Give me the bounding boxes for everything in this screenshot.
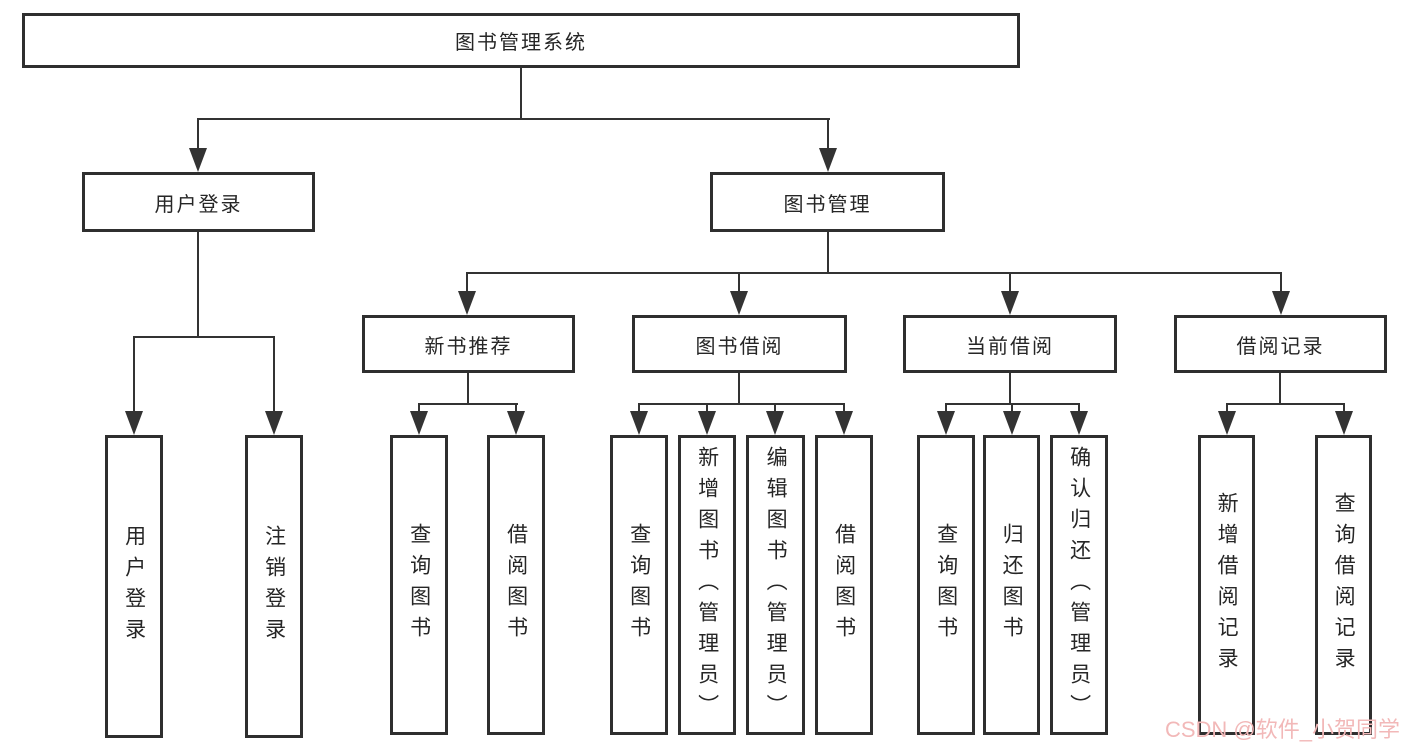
connector-drop-book-mgmt xyxy=(827,118,829,152)
leaf-label: 借阅图书 xyxy=(832,523,856,647)
leaf-newrec-query-books: 查询图书 xyxy=(390,435,448,735)
connector-drop-user-login xyxy=(197,118,199,152)
connector-drop-leaf xyxy=(1343,403,1345,413)
node-label: 用户登录 xyxy=(154,193,243,216)
arrow-down-icon xyxy=(698,411,716,435)
arrow-down-icon xyxy=(766,411,784,435)
leaf-logout: 注销登录 xyxy=(245,435,303,738)
leaf-borrow-query-books: 查询图书 xyxy=(610,435,668,735)
arrow-down-icon xyxy=(1001,291,1019,315)
arrow-down-icon xyxy=(835,411,853,435)
connector-drop-leaf xyxy=(418,403,420,413)
connector-drop-leaf xyxy=(1078,403,1080,413)
node-label: 图书管理系统 xyxy=(455,32,587,54)
arrow-down-icon xyxy=(265,411,283,435)
connector-root-stem xyxy=(520,68,522,120)
leaf-current-query-books: 查询图书 xyxy=(917,435,975,735)
connector-newrec-crossbar xyxy=(418,403,518,405)
connector-drop-section xyxy=(738,272,740,294)
connector-drop-leaf xyxy=(273,336,275,416)
node-label: 图书借阅 xyxy=(695,335,784,358)
leaf-borrow-add-books-admin: 新增图书（管理员） xyxy=(678,435,736,735)
connector-records-stem xyxy=(1279,373,1281,405)
leaf-label: 用户登录 xyxy=(122,524,146,649)
connector-drop-leaf xyxy=(706,403,708,413)
leaf-current-return-books: 归还图书 xyxy=(983,435,1040,735)
node-book-borrow: 图书借阅 xyxy=(632,315,847,373)
arrow-down-icon xyxy=(189,148,207,172)
connector-drop-section xyxy=(1009,272,1011,294)
arrow-down-icon xyxy=(937,411,955,435)
connector-drop-leaf xyxy=(1226,403,1228,413)
arrow-down-icon xyxy=(410,411,428,435)
connector-drop-leaf xyxy=(515,403,517,413)
leaf-label: 查询图书 xyxy=(627,523,651,647)
node-label: 借阅记录 xyxy=(1236,335,1325,358)
connector-drop-leaf xyxy=(1011,403,1013,413)
arrow-down-icon xyxy=(819,148,837,172)
leaf-label: 注销登录 xyxy=(262,524,286,649)
connector-records-crossbar xyxy=(1226,403,1345,405)
leaf-records-query-record: 查询借阅记录 xyxy=(1315,435,1372,735)
leaf-label: 归还图书 xyxy=(1000,523,1024,647)
node-root-system: 图书管理系统 xyxy=(22,13,1020,68)
connector-userlogin-crossbar xyxy=(133,336,275,338)
leaf-label: 借阅图书 xyxy=(504,523,528,647)
connector-drop-leaf xyxy=(945,403,947,413)
connector-bookmgmt-crossbar xyxy=(466,272,1282,274)
leaf-user-login: 用户登录 xyxy=(105,435,163,738)
node-label: 图书管理 xyxy=(783,193,872,216)
connector-newrec-stem xyxy=(467,373,469,405)
node-borrow-records: 借阅记录 xyxy=(1174,315,1387,373)
leaf-current-confirm-return-admin: 确认归还（管理员） xyxy=(1050,435,1108,735)
connector-drop-leaf xyxy=(638,403,640,413)
leaf-borrow-edit-books-admin: 编辑图书（管理员） xyxy=(746,435,805,735)
leaf-label: 查询图书 xyxy=(407,523,431,647)
connector-current-stem xyxy=(1009,373,1011,405)
arrow-down-icon xyxy=(1070,411,1088,435)
connector-borrow-stem xyxy=(738,373,740,405)
node-user-login: 用户登录 xyxy=(82,172,315,232)
leaf-label: 查询借阅记录 xyxy=(1332,492,1356,678)
leaf-label: 新增图书（管理员） xyxy=(695,445,719,725)
connector-bookmgmt-stem xyxy=(827,232,829,274)
leaf-label: 查询图书 xyxy=(934,523,958,647)
connector-drop-leaf xyxy=(774,403,776,413)
arrow-down-icon xyxy=(1335,411,1353,435)
connector-drop-section xyxy=(466,272,468,294)
arrow-down-icon xyxy=(507,411,525,435)
leaf-newrec-borrow-books: 借阅图书 xyxy=(487,435,545,735)
leaf-label: 新增借阅记录 xyxy=(1215,492,1239,678)
node-label: 新书推荐 xyxy=(424,335,513,358)
connector-drop-leaf xyxy=(133,336,135,416)
leaf-records-add-record: 新增借阅记录 xyxy=(1198,435,1255,735)
arrow-down-icon xyxy=(1003,411,1021,435)
node-current-borrow: 当前借阅 xyxy=(903,315,1117,373)
arrow-down-icon xyxy=(730,291,748,315)
connector-root-crossbar xyxy=(197,118,830,120)
connector-userlogin-stem xyxy=(197,232,199,338)
leaf-borrow-borrow-books: 借阅图书 xyxy=(815,435,873,735)
connector-drop-leaf xyxy=(843,403,845,413)
leaf-label: 编辑图书（管理员） xyxy=(764,445,788,725)
watermark: CSDN @软件_小贺同学 xyxy=(1164,717,1400,742)
node-label: 当前借阅 xyxy=(966,335,1054,358)
node-new-book-rec: 新书推荐 xyxy=(362,315,575,373)
arrow-down-icon xyxy=(458,291,476,315)
connector-drop-section xyxy=(1280,272,1282,294)
arrow-down-icon xyxy=(125,411,143,435)
arrow-down-icon xyxy=(1272,291,1290,315)
arrow-down-icon xyxy=(1218,411,1236,435)
node-book-mgmt: 图书管理 xyxy=(710,172,945,232)
arrow-down-icon xyxy=(630,411,648,435)
leaf-label: 确认归还（管理员） xyxy=(1067,445,1091,725)
connector-borrow-crossbar xyxy=(638,403,845,405)
